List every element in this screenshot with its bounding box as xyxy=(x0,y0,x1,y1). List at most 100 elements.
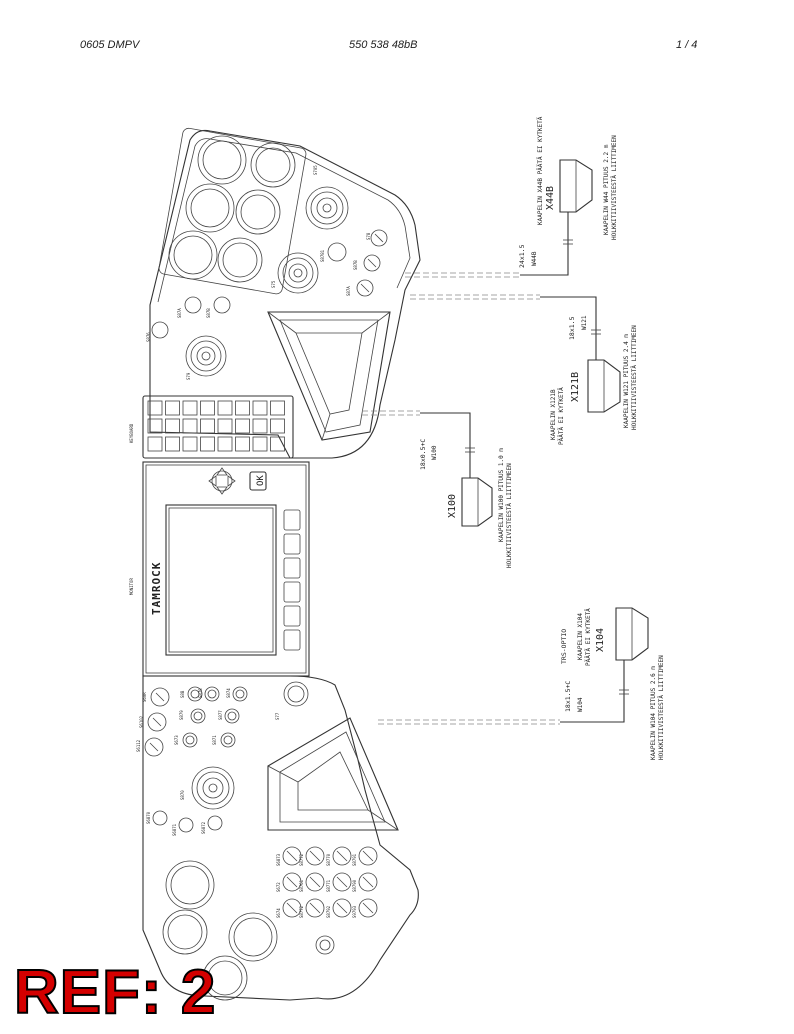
switch-label: S874 xyxy=(226,688,231,698)
switch-label: S8792 xyxy=(326,905,331,918)
header-drawing-code: 0605 DMPV xyxy=(80,39,140,51)
cable-spec: 18x0.5+C xyxy=(419,439,427,470)
rotary-switch-icon xyxy=(282,872,302,892)
cable-x44b: 24x1.5 W44B X44B KAAPELIN X44B PÄÄTÄ EI … xyxy=(405,116,618,278)
switch-label: S8791 xyxy=(352,853,357,866)
cable-note: KAAPELIN X121B xyxy=(550,389,557,440)
switch-label: S8770 xyxy=(326,853,331,866)
cable-x104: 18x1.5+C W104 TRS-OPTIO KAAPELIN X104 PÄ… xyxy=(378,607,665,760)
switch-label: S9793 xyxy=(352,905,357,918)
switch-label: S6873 xyxy=(276,853,281,866)
keypad-key xyxy=(252,436,268,452)
header-part-number: 550 538 48bB xyxy=(349,39,418,51)
cable-wire-id: W44B xyxy=(531,251,538,266)
cable-length-note: KAAPELIN W100 PITUUS 1.0 m xyxy=(498,448,505,542)
joystick-bottom xyxy=(191,766,235,810)
gauge-icon xyxy=(235,189,281,235)
rotary-switch-icon xyxy=(305,846,325,866)
connector-tag: X100 xyxy=(447,494,458,518)
cable-length-note: KAAPELIN W104 PITUUS 2.6 m xyxy=(650,666,657,760)
rotary-switches-top xyxy=(151,229,388,339)
cable-wire-id: W100 xyxy=(431,445,438,460)
keypad-key xyxy=(165,436,180,452)
bottom-console-switch-labels: S60R S6102 S6112 S879 S8B S878 S874 S877… xyxy=(136,688,280,836)
gauge-icon xyxy=(165,860,215,910)
switch-label: S75 xyxy=(271,280,276,288)
keypad-key xyxy=(147,418,163,434)
switch-label: S6102 xyxy=(139,715,144,728)
reference-stamp: REF: 2 xyxy=(13,958,217,1027)
connector-tag: X44B xyxy=(545,186,556,210)
cable-wire-id: W104 xyxy=(577,697,584,712)
rotary-switch-pointer xyxy=(309,850,321,862)
switch-label: S871 xyxy=(212,735,217,745)
keypad-key xyxy=(270,436,285,452)
rotary-switch-pointer xyxy=(362,850,374,862)
rotary-switch-pointer xyxy=(309,902,321,914)
keypad-key xyxy=(147,400,163,416)
switch-label: S8771 xyxy=(326,879,331,892)
cable-wire-id: W121 xyxy=(581,315,588,330)
rotary-switch-pointer xyxy=(362,876,374,888)
cable-length-note: KAAPELIN W44 PITUUS 2.2 m xyxy=(603,144,610,235)
switch-label: S8B xyxy=(180,690,185,698)
monitor-softkeys xyxy=(283,509,301,651)
gauge-cluster-bottom xyxy=(162,860,278,1001)
keypad-key xyxy=(270,418,285,434)
gauge-icon xyxy=(217,237,263,283)
rotary-switch-icon xyxy=(332,872,352,892)
cable-x100: 18x0.5+C W100 X100 KAAPELIN W100 PITUUS … xyxy=(362,410,513,568)
rotary-switches-bottom-left xyxy=(144,681,309,833)
monitor-label: MONITOR xyxy=(129,578,134,595)
keypad-key xyxy=(270,400,285,416)
armrest-bottom xyxy=(267,717,399,831)
cable-note: KAAPELIN X104 xyxy=(577,613,584,660)
monitor-screen xyxy=(165,504,277,656)
cable-note: KAAPELIN X44B PÄÄTÄ EI KYTKETÄ xyxy=(537,116,544,225)
cable-spec: 18x1.5 xyxy=(568,316,576,340)
switch-label: S674 xyxy=(276,908,281,918)
cable-note: PÄÄTÄ EI KYTKETÄ xyxy=(585,608,592,666)
keypad-key xyxy=(235,418,250,434)
cable-hose-note: HOLKKITIIVISTEESTÄ LIITTIMEEN xyxy=(506,463,513,568)
gauge-icon xyxy=(168,230,218,280)
rotary-switch-icon xyxy=(358,898,378,918)
top-console-switch-labels: S705 S79 S75 S78 S8781 S87B S87A S87A S8… xyxy=(146,165,371,380)
switch-label: S6112 xyxy=(136,739,141,752)
switch-label: S8772 xyxy=(299,905,304,918)
switch-label: S870 xyxy=(180,790,185,800)
switch-label: S672 xyxy=(276,882,281,892)
rotary-grid-labels: S6873S672S674S8772S8761S8772S8770S8771S8… xyxy=(276,853,357,918)
ok-button xyxy=(249,471,267,491)
keypad-key xyxy=(182,400,198,416)
keypad-key xyxy=(217,436,233,452)
rotary-switch-pointer xyxy=(336,902,348,914)
switch-label: S87B xyxy=(206,308,211,318)
gauge-icon xyxy=(185,183,235,233)
keypad-key xyxy=(235,400,250,416)
rotary-switch-icon xyxy=(332,898,352,918)
keypad-key xyxy=(165,400,180,416)
keypad-key xyxy=(217,418,233,434)
cable-spec: 24x1.5 xyxy=(518,244,526,268)
gauge-icon xyxy=(228,912,278,962)
rotary-switch-icon xyxy=(305,898,325,918)
switch-label: S79 xyxy=(186,372,191,380)
rotary-switch-pointer xyxy=(286,902,298,914)
switch-label: S8790 xyxy=(352,879,357,892)
armrest-top xyxy=(267,311,391,441)
switch-label: S705 xyxy=(313,165,318,175)
cable-hose-note: HOLKKITIIVISTEESTÄ LIITTIMEEN xyxy=(658,655,665,760)
switch-label: S87A xyxy=(177,308,182,318)
switch-label: S877 xyxy=(218,710,223,720)
switch-label: S60R xyxy=(142,692,147,702)
keyboard-keypad xyxy=(142,395,294,459)
keypad-key xyxy=(235,436,250,452)
keypad-key xyxy=(182,436,198,452)
rotary-switch-pointer xyxy=(336,876,348,888)
rotary-switch-icon xyxy=(282,846,302,866)
connector-icon xyxy=(461,477,493,527)
switch-label: S78 xyxy=(366,232,371,240)
